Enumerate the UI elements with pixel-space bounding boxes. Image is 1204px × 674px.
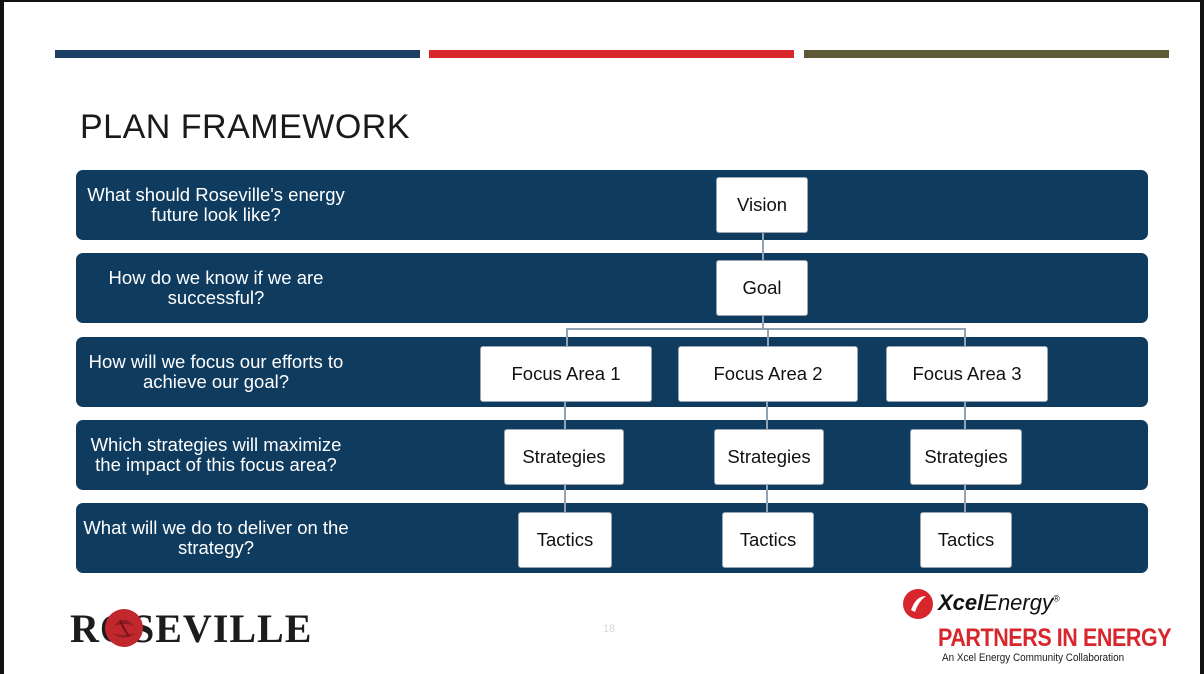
focus-area-box: Focus Area 2	[678, 346, 858, 402]
accent-bar-blue	[55, 50, 420, 58]
strategies-box: Strategies	[504, 429, 624, 485]
connector-focus3	[964, 328, 966, 347]
rose-emblem-icon	[105, 609, 143, 647]
connector-goal-down	[762, 312, 764, 330]
framework-row-goal	[76, 253, 1148, 323]
tactics-box: Tactics	[518, 512, 612, 568]
connector-focus1	[566, 328, 568, 347]
row-question: Which strategies will maximize the impac…	[90, 434, 342, 475]
roseville-logo: ROSEVILLE	[70, 603, 312, 653]
connector-vision-goal	[762, 232, 764, 262]
xcel-brand-text: XcelEnergy®	[938, 590, 1060, 615]
goal-box: Goal	[716, 260, 808, 316]
page-number: 18	[603, 623, 616, 635]
connector-focus2-strategies	[766, 400, 768, 430]
collaboration-tagline: An Xcel Energy Community Collaboration	[942, 652, 1125, 664]
connector-focus2	[767, 328, 769, 347]
connector-focus1-strategies	[564, 400, 566, 430]
connector-horizontal	[566, 328, 966, 330]
strategies-box: Strategies	[714, 429, 824, 485]
xcel-energy-logo: XcelEnergy® PARTNERS IN ENERGY An Xcel E…	[900, 586, 1172, 666]
slide-border-top	[0, 0, 1204, 2]
row-question: How do we know if we are successful?	[108, 267, 324, 308]
focus-area-box: Focus Area 3	[886, 346, 1048, 402]
strategies-box: Strategies	[910, 429, 1022, 485]
partners-in-energy-text: PARTNERS IN ENERGY	[938, 624, 1172, 652]
connector-strategies3-tactics	[964, 483, 966, 513]
tactics-box: Tactics	[920, 512, 1012, 568]
focus-area-box: Focus Area 1	[480, 346, 652, 402]
row-question: What should Roseville's energy future lo…	[87, 184, 345, 225]
xcel-swoosh-icon	[903, 589, 933, 619]
tactics-box: Tactics	[722, 512, 814, 568]
connector-focus3-strategies	[964, 400, 966, 430]
accent-bar-red	[429, 50, 794, 58]
connector-strategies1-tactics	[564, 483, 566, 513]
framework-row-vision	[76, 170, 1148, 240]
row-question: How will we focus our efforts to achieve…	[88, 351, 344, 392]
slide-border-right	[1200, 0, 1204, 674]
vision-box: Vision	[716, 177, 808, 233]
page-title: PLAN FRAMEWORK	[80, 108, 411, 146]
slide-border-left	[0, 0, 4, 674]
row-question: What will we do to deliver on the strate…	[83, 517, 349, 558]
connector-strategies2-tactics	[766, 483, 768, 513]
accent-bar-olive	[804, 50, 1169, 58]
